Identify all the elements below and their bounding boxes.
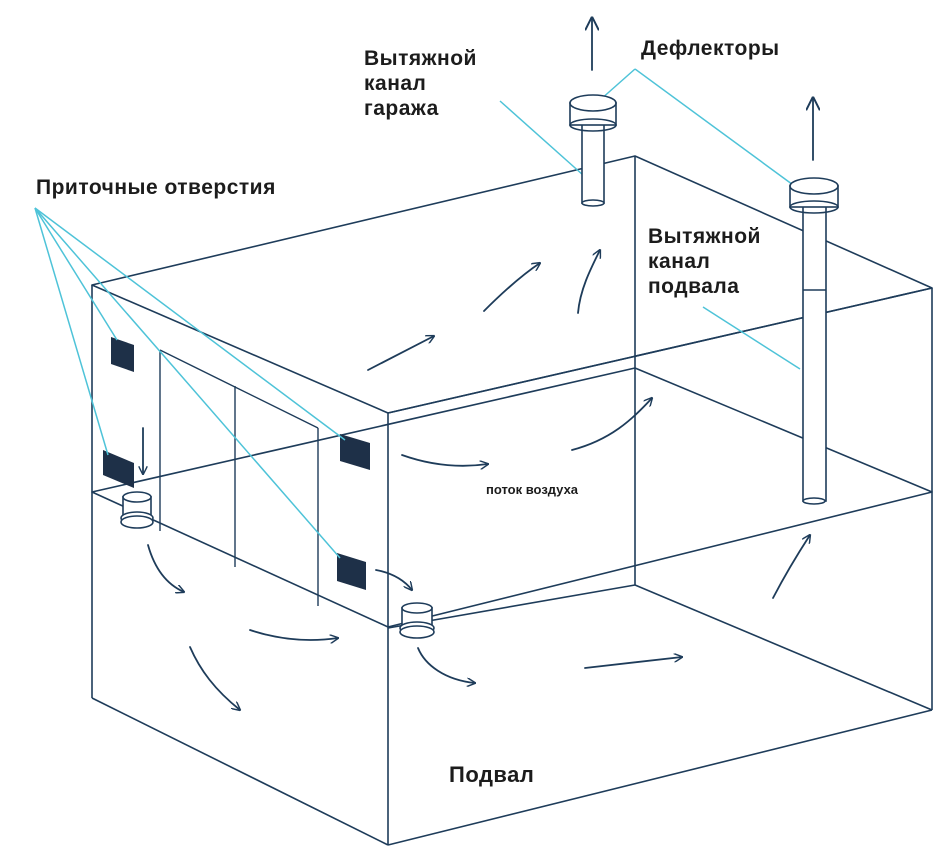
garage-arrow-4 bbox=[401, 454, 488, 466]
garage-arrow-1 bbox=[367, 336, 434, 371]
label-garage-exhaust-line-2: канал bbox=[364, 72, 427, 95]
label-basement-exhaust-line-1: Вытяжной bbox=[648, 225, 761, 248]
garage-arrow-7 bbox=[375, 569, 412, 590]
basement-arrow-5 bbox=[584, 657, 682, 669]
bottom-right bbox=[387, 709, 933, 846]
basement-arrow-2 bbox=[249, 629, 338, 640]
label-basement-exhaust-line-2: канал bbox=[648, 250, 711, 273]
label-basement: Подвал bbox=[449, 762, 535, 787]
garage-arrow-2 bbox=[483, 263, 540, 312]
garage-wall-right bbox=[387, 287, 933, 414]
leader-supply-1 bbox=[34, 207, 118, 341]
building-outline bbox=[91, 155, 933, 846]
floor-slab bbox=[91, 367, 933, 628]
label-garage-exhaust-channel: Вытяжной канал гаража bbox=[364, 46, 477, 121]
floor-vent-front bbox=[399, 602, 435, 639]
back-bottom bbox=[634, 584, 933, 711]
label-basement-exhaust-line-3: подвала bbox=[648, 275, 740, 298]
supply-vent-3 bbox=[340, 434, 370, 470]
bottom-front bbox=[91, 697, 389, 846]
supply-vent-1 bbox=[111, 337, 134, 372]
floor-vent-left bbox=[120, 491, 154, 529]
basement-arrow-3 bbox=[189, 646, 240, 710]
supply-vents bbox=[103, 337, 370, 590]
leader-deflector-1 bbox=[599, 68, 636, 101]
label-garage-exhaust-line-1: Вытяжной bbox=[364, 47, 477, 70]
label-deflectors: Дефлекторы bbox=[641, 37, 780, 60]
basement-exhaust-pipe bbox=[789, 177, 839, 505]
leader-garage-exhaust bbox=[499, 100, 584, 176]
garage-arrow-5 bbox=[571, 398, 652, 451]
leader-supply-3 bbox=[34, 207, 346, 441]
label-garage-exhaust-line-3: гаража bbox=[364, 97, 439, 120]
basement-arrow-4 bbox=[417, 647, 475, 683]
airflow-arrows bbox=[143, 18, 813, 710]
supply-vent-4 bbox=[337, 553, 366, 590]
leader-supply-4 bbox=[34, 207, 341, 559]
label-basement-exhaust-channel: Вытяжной канал подвала bbox=[648, 224, 761, 299]
basement-arrow-1 bbox=[147, 544, 184, 592]
leader-deflector-2 bbox=[634, 68, 801, 191]
basement-arrow-6 bbox=[772, 535, 810, 599]
garage-exhaust-pipe bbox=[569, 94, 617, 207]
leader-supply-2 bbox=[34, 207, 109, 456]
label-supply-openings: Приточные отверстия bbox=[36, 176, 276, 199]
leader-basement-exhaust bbox=[702, 306, 801, 370]
garage-door bbox=[159, 349, 319, 606]
supply-vent-2 bbox=[103, 450, 134, 488]
leader-lines bbox=[34, 68, 801, 559]
label-air-flow: поток воздуха bbox=[486, 482, 579, 497]
garage-arrow-3 bbox=[577, 250, 600, 314]
